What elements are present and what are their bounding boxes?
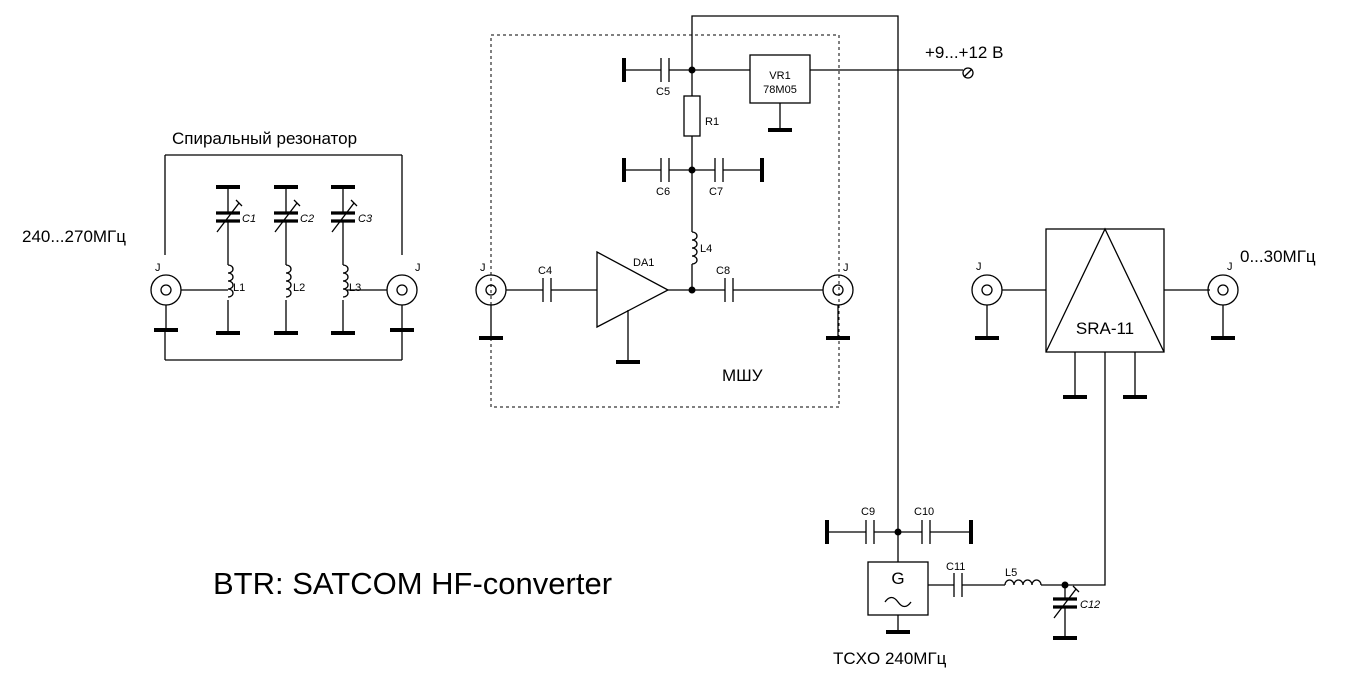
helical-resonator: Спиральный резонатор 240...270МГц J J C1… xyxy=(22,129,421,361)
supply-voltage-label: +9...+12 В xyxy=(925,43,1003,62)
label-l5: L5 xyxy=(1005,567,1017,579)
label-c8: C8 xyxy=(716,265,730,277)
coil-l4 xyxy=(691,231,698,265)
resonator-in-connector xyxy=(150,274,182,306)
mixer-out-connector-label: J xyxy=(1227,261,1233,273)
label-c11: C11 xyxy=(946,561,965,573)
label-c6: C6 xyxy=(656,186,670,198)
ground-symbol xyxy=(622,158,764,182)
label-c7: C7 xyxy=(709,186,723,198)
diagram-title: BTR: SATCOM HF-converter xyxy=(213,566,612,601)
supply-terminal: +9...+12 В xyxy=(925,43,1003,79)
coil xyxy=(227,264,234,298)
resonator-out-connector-label: J xyxy=(415,262,421,274)
capacitor-c6 xyxy=(660,158,670,182)
lna-boundary xyxy=(490,34,840,408)
power-terminal xyxy=(962,67,974,79)
mixer-block: J SRA-11 J 0...30МГц xyxy=(971,227,1316,586)
sine-wave-icon xyxy=(884,596,912,608)
amplifier-da1 xyxy=(596,250,670,329)
label-l3: L3 xyxy=(349,282,361,294)
label-c2: C2 xyxy=(300,213,314,225)
trimmer-capacitor-c12 xyxy=(1053,597,1077,609)
tcxo-generator xyxy=(867,561,929,616)
label-c4: C4 xyxy=(538,265,552,277)
regulator-type: 78M05 xyxy=(763,84,797,96)
trimmer-capacitor xyxy=(216,211,240,223)
mixer-out-connector xyxy=(1207,274,1239,306)
label-c12: C12 xyxy=(1080,599,1100,611)
label-r1: R1 xyxy=(705,116,719,128)
resonator-in-connector-label: J xyxy=(155,262,161,274)
capacitor-c11 xyxy=(953,573,963,597)
label-c3: C3 xyxy=(358,213,373,225)
label-c5: C5 xyxy=(656,86,670,98)
capacitor-c8 xyxy=(724,278,734,302)
label-l4: L4 xyxy=(700,243,712,255)
tcxo-caption: TCXO 240МГц xyxy=(833,649,947,668)
lna-caption: МШУ xyxy=(722,366,763,385)
generator-symbol: G xyxy=(891,569,904,588)
label-c9: C9 xyxy=(861,506,875,518)
mixer-in-connector-label: J xyxy=(976,261,982,273)
coil xyxy=(285,264,292,298)
resonator-outline xyxy=(164,154,403,361)
oscillator-block: C9 C10 G TCXO 240МГц C11 L5 C12 xyxy=(825,506,1100,668)
label-c10: C10 xyxy=(914,506,934,518)
capacitor-c9 xyxy=(865,520,875,544)
resonator-caption: Спиральный резонатор xyxy=(172,129,357,148)
resistor-r1 xyxy=(683,95,701,137)
coil-l5 xyxy=(1004,579,1042,586)
capacitor-c7 xyxy=(714,158,724,182)
trimmer-capacitor xyxy=(331,211,355,223)
resonator-out-connector xyxy=(386,274,418,306)
mixer-name: SRA-11 xyxy=(1076,319,1134,338)
lna-out-connector xyxy=(822,274,854,306)
capacitor-c4 xyxy=(542,278,552,302)
label-c1: C1 xyxy=(242,213,256,225)
lna-out-connector-label: J xyxy=(843,262,849,274)
ground-symbol xyxy=(825,520,973,544)
output-frequency-label: 0...30МГц xyxy=(1240,247,1316,266)
trimmer-capacitor xyxy=(274,211,298,223)
label-da1: DA1 xyxy=(633,257,654,269)
regulator-name: VR1 xyxy=(769,70,790,82)
label-l1: L1 xyxy=(233,282,245,294)
lna-in-connector-label: J xyxy=(480,262,486,274)
capacitor-c10 xyxy=(921,520,931,544)
lna-block: МШУ J C4 DA1 C8 J L4 R1 xyxy=(475,15,963,510)
label-l2: L2 xyxy=(293,282,305,294)
capacitor-c5 xyxy=(660,58,670,82)
mixer-in-connector xyxy=(971,274,1003,306)
input-frequency-label: 240...270МГц xyxy=(22,227,126,246)
coil xyxy=(342,264,349,298)
regulator-vr1 xyxy=(749,54,811,104)
